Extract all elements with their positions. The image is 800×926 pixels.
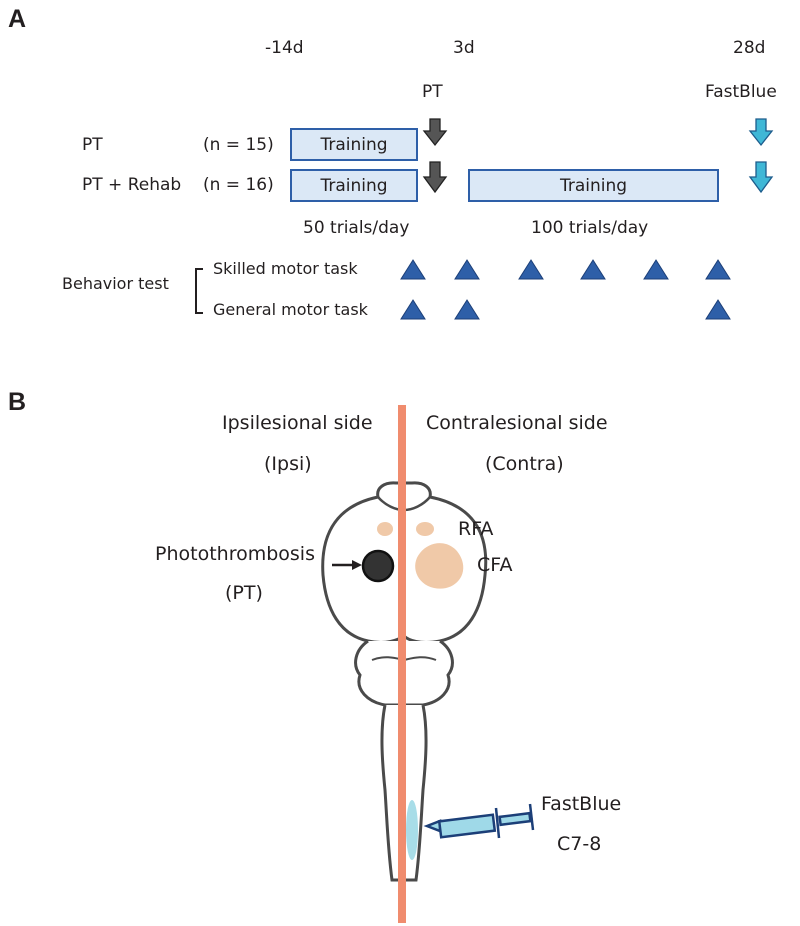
lesion-circle [361,549,395,583]
triangle-marker-icon [643,259,669,280]
midline [398,405,406,923]
triangle-marker-icon [518,259,544,280]
triangle-marker-icon [580,259,606,280]
pt-arrow-icon [422,118,448,147]
cfa-region [415,543,464,589]
general-task-label: General motor task [213,300,368,319]
behavior-test-label: Behavior test [62,274,169,293]
triangle-marker-icon [705,299,731,320]
trials-pre-label: 50 trials/day [303,218,410,238]
group-pt-n: (n = 15) [203,135,274,155]
group-rehab-name: PT + Rehab [82,175,182,195]
injection-label: FastBlue [541,793,622,815]
training-box-pt-pre: Training [290,128,418,161]
fastblue-arrow-icon [748,118,774,147]
syringe-icon [423,803,535,839]
timepoint-minus-14d: -14d [265,38,304,58]
pt-arrow-icon [422,161,448,194]
cfa-label: CFA [477,554,513,576]
behavior-test-bracket [195,268,203,314]
rfa-region-right [416,522,434,536]
triangle-marker-icon [705,259,731,280]
ipsi-abbrev-label: (Ipsi) [264,453,312,475]
group-rehab-n: (n = 16) [203,175,274,195]
pt-event-label: PT [422,82,443,102]
group-pt-name: PT [82,135,103,155]
rfa-label: RFA [458,518,494,540]
contra-abbrev-label: (Contra) [485,453,564,475]
training-label: Training [559,175,628,196]
timepoint-3d: 3d [453,38,475,58]
lesion-arrow-icon [332,560,362,570]
triangle-marker-icon [400,259,426,280]
training-box-rehab-post: Training [468,169,719,202]
lesion-abbrev-label: (PT) [225,582,263,604]
timepoint-28d: 28d [733,38,766,58]
contra-side-label: Contralesional side [426,412,608,434]
triangle-marker-icon [454,299,480,320]
training-label: Training [320,134,388,155]
trials-post-label: 100 trials/day [531,218,649,238]
triangle-marker-icon [454,259,480,280]
skilled-task-label: Skilled motor task [213,259,358,278]
lesion-label: Photothrombosis [155,543,315,565]
injection-site-label: C7-8 [557,833,602,855]
panel-a-letter: A [8,5,27,33]
fastblue-injection-site [406,800,418,860]
fastblue-event-label: FastBlue [705,82,777,102]
training-box-rehab-pre: Training [290,169,418,202]
panel-b-letter: B [8,388,27,416]
training-label: Training [320,175,388,196]
triangle-marker-icon [400,299,426,320]
rfa-region-left [377,522,393,536]
fastblue-arrow-icon [748,161,774,194]
ipsi-side-label: Ipsilesional side [222,412,373,434]
